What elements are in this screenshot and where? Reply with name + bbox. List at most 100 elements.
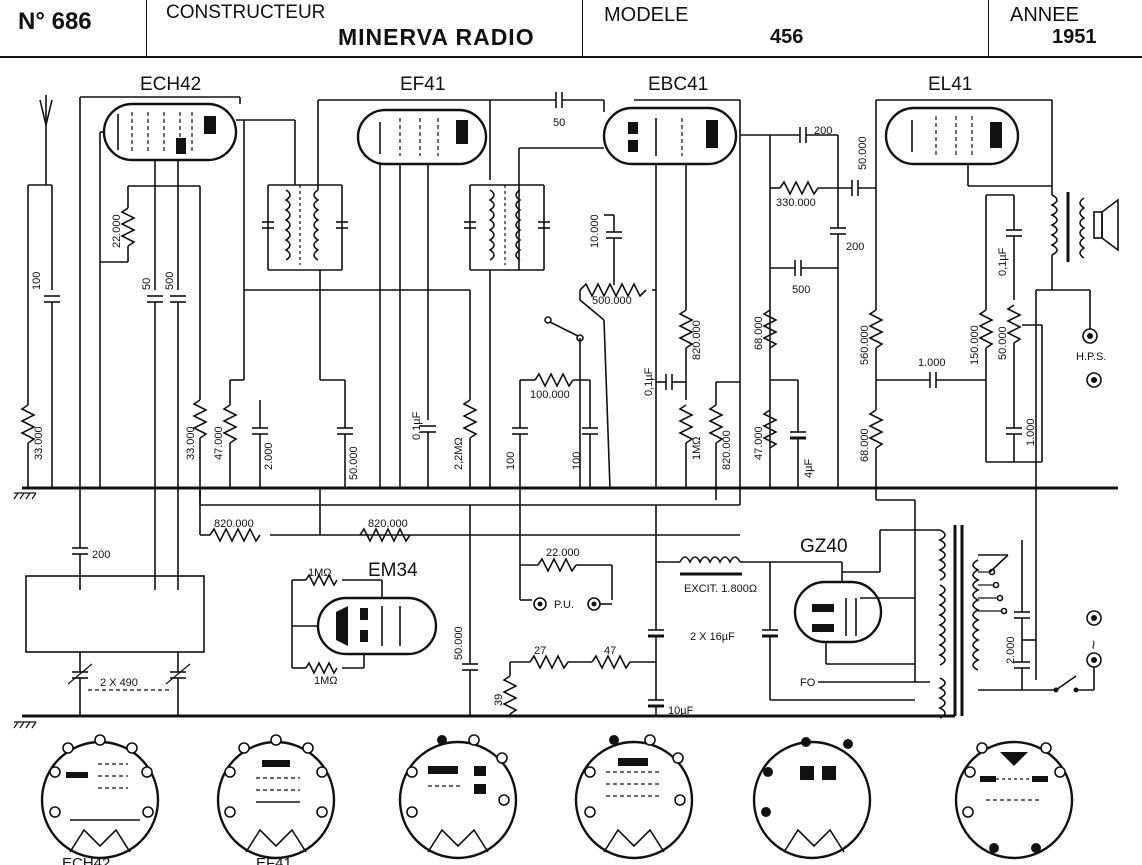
label-c-01uf-ef41: 0,1µF: [411, 411, 423, 440]
label-hps: H.P.S.: [1076, 351, 1106, 363]
tube-base-em34: [954, 740, 1074, 860]
label-c-50-ech: 50: [141, 278, 153, 290]
label-c-500-mid: 500: [792, 284, 810, 296]
label-c-50-top: 50: [553, 117, 565, 129]
tube-ech42: [102, 102, 238, 162]
label-c-2000-b: 2.000: [263, 442, 275, 470]
label-c-100-b: 100: [505, 452, 517, 470]
ground-symbol-lower: [13, 721, 37, 729]
label-r-47000-c: 47.000: [753, 426, 765, 460]
tube-label-em34: EM34: [368, 560, 418, 581]
tube-label-el41: EL41: [928, 74, 972, 95]
label-c-200-low: 200: [92, 549, 110, 561]
if-transformer-2-primary: [488, 189, 495, 261]
tube-gz40: [793, 580, 883, 644]
tube-base-ech42: [40, 734, 160, 860]
label-r-100000: 100.000: [530, 389, 570, 401]
power-transformer-primary: [972, 559, 980, 671]
label-r-820000-v1: 820.000: [691, 320, 703, 360]
tube-label-ech42: ECH42: [140, 74, 201, 95]
header-cell-number: [0, 0, 147, 56]
label-r-820000-v2: 820.000: [721, 430, 733, 470]
label-c-01uf-el: 0,1µF: [997, 247, 1009, 276]
label-c-200-mid: 200: [846, 241, 864, 253]
label-c-500-ech: 500: [164, 272, 176, 290]
loudspeaker-icon: [1093, 198, 1119, 252]
label-r-33000-b: 33.000: [185, 426, 197, 460]
tube-base-ebc41: [398, 734, 518, 860]
label-excit: EXCIT. 1.800Ω: [684, 583, 757, 595]
label-c-100: 100: [31, 272, 43, 290]
label-c-50000-top: 50.000: [857, 136, 869, 170]
doc-number: N° 686: [18, 8, 92, 35]
label-r-22mohm: 2,2MΩ: [453, 437, 465, 470]
tube-el41: [884, 106, 1020, 166]
tube-em34: [316, 596, 438, 656]
base-label-ef41: EF41: [256, 855, 292, 865]
tube-label-ebc41: EBC41: [648, 74, 708, 95]
label-c-01uf-ebc: 0,1µF: [643, 367, 655, 396]
label-r-33000: 33.000: [33, 426, 45, 460]
header-cell-modele: [582, 0, 989, 56]
annee-value: 1951: [1052, 26, 1097, 48]
tube-label-ef41: EF41: [400, 74, 445, 95]
resistor-r2: [120, 207, 136, 247]
label-fo: FO: [800, 677, 816, 689]
label-r-68000: 68.000: [753, 316, 765, 350]
rf-coil-box: [25, 575, 205, 653]
label-r-330000: 330.000: [776, 197, 816, 209]
label-mains: ~: [1084, 640, 1101, 649]
modele-label: MODELE: [604, 4, 689, 26]
base-label-ech42: ECH42: [62, 855, 110, 865]
tube-base-gz40: [752, 737, 872, 860]
label-r-1mohm-em-b: 1MΩ: [314, 675, 338, 687]
label-r-22000-h: 22.000: [546, 547, 580, 559]
label-c-50000-c: 50.000: [453, 626, 465, 660]
label-c-100-c: 100: [571, 452, 583, 470]
antenna-symbol: [39, 95, 53, 140]
label-c-10uf: 10µF: [668, 705, 694, 717]
label-r-47: 47: [604, 645, 616, 657]
tube-base-el41: [574, 734, 694, 860]
excitation-coil: [679, 556, 741, 564]
resistor-r3: [192, 399, 208, 439]
capacitor-c1: [44, 295, 60, 303]
label-c-1000-a: 1.000: [918, 357, 946, 369]
tube-base-ef41: [216, 734, 336, 860]
label-r-1mohm-em-a: 1MΩ: [308, 567, 332, 579]
header-cell-constructeur: [146, 0, 583, 56]
label-r-27: 27: [534, 645, 546, 657]
output-transformer: [1050, 194, 1058, 256]
label-r-1mohm-v: 1MΩ: [691, 436, 703, 460]
label-gang: 2 X 490: [100, 677, 138, 689]
potentiometer-volume: [579, 282, 647, 298]
if-transformer-1-primary: [284, 189, 291, 261]
label-c-200-top: 200: [814, 125, 832, 137]
label-pot-50000: 50.000: [997, 326, 1009, 360]
label-c-10000: 10.000: [589, 214, 601, 248]
ground-symbol-upper: [13, 492, 37, 500]
label-r-22000-v: 22.000: [111, 214, 123, 248]
label-c-2x16: 2 X 16µF: [690, 631, 735, 643]
modele-value: 456: [770, 26, 804, 48]
label-pu: P.U.: [554, 599, 574, 611]
constructeur-label: CONSTRUCTEUR: [166, 2, 326, 23]
label-r-150000: 150.000: [969, 325, 981, 365]
potentiometer-tone: [1006, 304, 1022, 344]
label-r-820000-h2: 820.000: [368, 518, 408, 530]
annee-label: ANNEE: [1010, 4, 1079, 26]
label-r-820000-h1: 820.000: [214, 518, 254, 530]
label-r-68000-b: 68.000: [859, 428, 871, 462]
label-c-50000-b: 50.000: [348, 446, 360, 480]
label-r-47000-b: 47.000: [213, 426, 225, 460]
label-c-1000-b: 1.000: [1025, 418, 1037, 446]
label-r-560000: 560.000: [859, 325, 871, 365]
resistor-r1: [20, 404, 36, 444]
tube-ef41: [356, 108, 488, 166]
tube-label-gz40: GZ40: [800, 536, 848, 557]
label-r-39: 39: [493, 694, 505, 706]
label-pot-500000: 500.000: [592, 295, 632, 307]
label-c-4uf: 4µF: [803, 459, 815, 478]
if-transformer-1-secondary: [313, 189, 320, 261]
